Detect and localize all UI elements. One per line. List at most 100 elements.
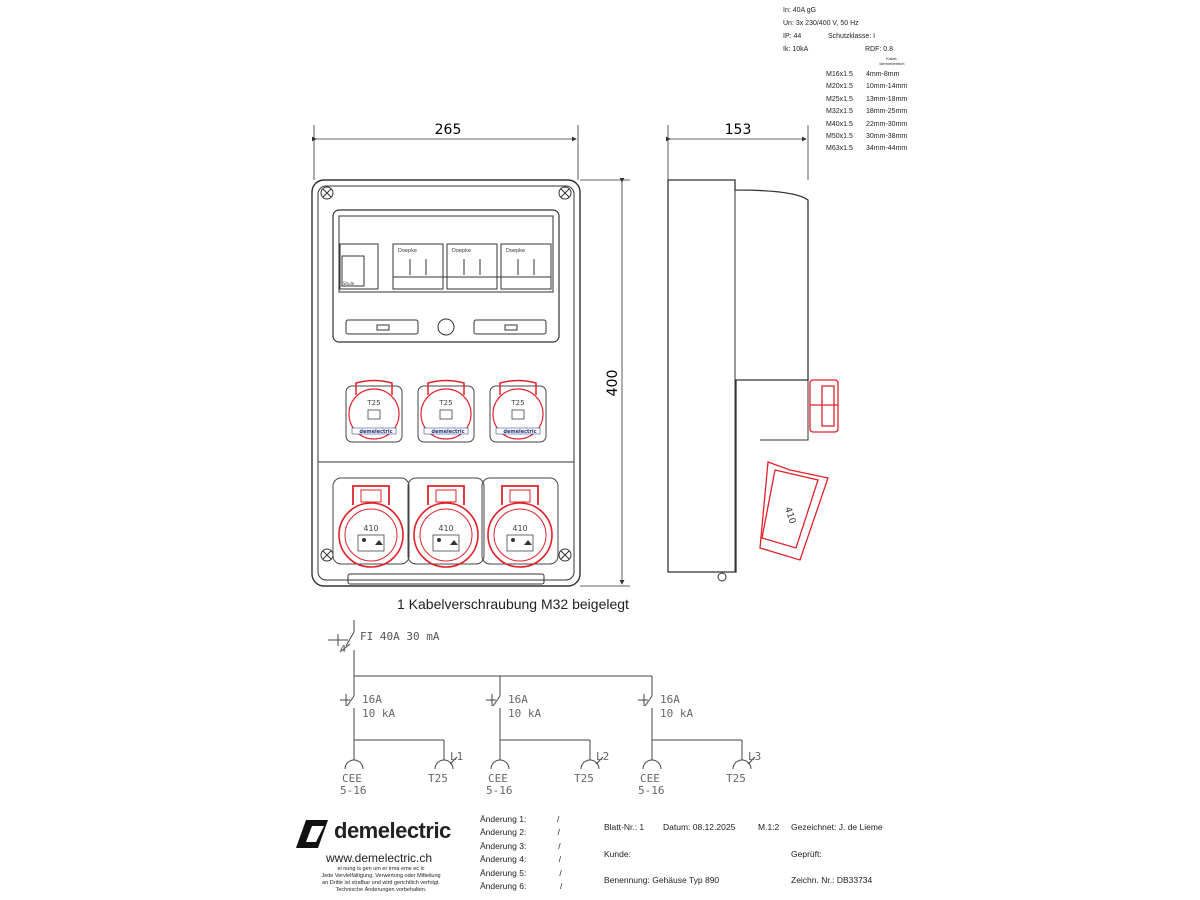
change-row: Änderung 5:/ (480, 867, 562, 878)
screw-bottom-left (320, 548, 334, 562)
cee-socket: 410 (481, 477, 559, 568)
change-slash: / (558, 840, 561, 851)
cee-label: 410 (512, 524, 527, 533)
change-row: Änderung 6:/ (480, 881, 562, 891)
branch-rating: 16A (508, 693, 528, 706)
t25-label: T25 (438, 399, 452, 407)
gland-size: M25x1.5 (826, 95, 853, 103)
side-cee-label: 410 (782, 506, 797, 526)
gland-range: 22mm-30mm (866, 120, 908, 128)
dimension-depth-label: 153 (725, 122, 752, 138)
t25-brand: demelectric (503, 429, 536, 435)
cable-gland-note: 1 Kabelverschraubung M32 beigelegt (397, 596, 629, 612)
change-label: Änderung 2: (480, 827, 527, 838)
screw-bottom-right (558, 548, 572, 562)
change-row: Änderung 3: / (480, 840, 561, 851)
spec-rdf: RDF: 0.8 (865, 46, 894, 53)
dimension-height-label: 400 (605, 370, 621, 397)
screw-top-right (558, 186, 572, 200)
branch-ik: 10 kA (660, 707, 693, 720)
change-label: Änderung 5: (480, 867, 527, 878)
branch-t25: T25 (428, 772, 448, 785)
demelectric-logo-icon (296, 820, 328, 848)
dimension-depth (666, 125, 809, 180)
schematic-main-label: FI 40A 30 mA (360, 630, 440, 643)
branch-cee-top: CEE (640, 772, 660, 785)
branch-cee-bottom: 5-16 (486, 784, 513, 797)
change-slash: / (558, 854, 562, 865)
gland-size: M32x1.5 (826, 108, 853, 116)
t25-socket: T25 demelectric (345, 379, 403, 443)
change-slash: / (557, 827, 560, 838)
breaker-brand-3: Doepke (506, 248, 525, 254)
change-row: Änderung 2: / (480, 827, 560, 838)
screw-top-left (320, 186, 334, 200)
branch-rating: 16A (362, 693, 382, 706)
t25-brand: demelectric (431, 429, 464, 435)
disclaimer-line-1: ei nung is gen um er irma eme ec ic (337, 866, 425, 872)
t25-socket: T25 demelectric (417, 379, 475, 443)
sheet-number: Blatt-Nr.: 1 (604, 822, 645, 832)
side-view (667, 179, 809, 582)
branch-cee-top: CEE (488, 772, 508, 785)
dimension-width (312, 125, 579, 180)
branch-t25: T25 (726, 772, 746, 785)
logo-text: demelectric (334, 818, 451, 843)
side-cee-socket (759, 461, 829, 561)
gland-range: 34mm-44mm (866, 145, 908, 153)
spec-table: In: 40A gG Un: 3x 230/400 V, 50 Hz IP: 4… (783, 5, 913, 155)
gland-size: M63x1.5 (826, 145, 853, 153)
cee-socket: 410 (332, 477, 410, 568)
gland-range: 18mm-25mm (866, 108, 908, 116)
schematic-poles: 4 (340, 644, 346, 655)
disclaimer-line-3: an Dritte ist strafbar und wird gerichtl… (322, 880, 440, 886)
gland-size: M50x1.5 (826, 133, 853, 140)
gland-size: M16x1.5 (826, 71, 853, 78)
drawing-number: Zeichn. Nr.: DB33734 (791, 875, 873, 885)
spec-ip: IP: 44 (783, 33, 802, 40)
change-row: Änderung 4: / (480, 854, 561, 865)
branch-ik: 10 kA (362, 707, 395, 720)
gland-range: 4mm-8mm (866, 71, 900, 78)
change-label: Änderung 4: (480, 854, 527, 865)
gland-range: 10mm-14mm (866, 83, 908, 91)
cee-socket: 410 (407, 477, 485, 568)
t25-sockets: T25demelectricT25demelectricT25demelectr… (345, 379, 547, 443)
change-slash: / (557, 814, 560, 824)
gland-range: 30mm-38mm (866, 133, 908, 140)
branch-ik: 10 kA (508, 707, 541, 720)
checked-by: Geprüft: (791, 849, 822, 859)
spec-in: In: 40A gG (783, 7, 817, 14)
gland-range: 13mm-18mm (866, 95, 908, 103)
change-label: Änderung 3: (480, 840, 527, 851)
spec-ik: Ik: 10kA (783, 46, 809, 53)
disclaimer-line-4: Technische Änderungen vorbehalten. (335, 887, 427, 893)
gland-size: M20x1.5 (826, 83, 853, 91)
branch-phase: L3 (748, 750, 761, 763)
spec-un: Un: 3x 230/400 V, 50 Hz (783, 20, 859, 27)
designation: Benennung: Gehäuse Typ 890 (604, 875, 720, 885)
t25-label: T25 (366, 399, 380, 407)
gland-size: M40x1.5 (826, 120, 853, 128)
branch-phase: L2 (596, 750, 609, 763)
change-row: Änderung 1: / (480, 814, 559, 824)
disclaimer-line-2: Jede Vervielfältigung, Verwertung oder M… (321, 873, 441, 879)
change-label: Änderung 1: (480, 814, 527, 824)
breaker-brand-1: Doepke (398, 248, 417, 254)
change-slash: / (560, 881, 563, 891)
logo-url: www.demelectric.ch (326, 851, 433, 865)
spec-schutzklasse: Schutzklasse: I (828, 33, 876, 40)
branch-t25: T25 (574, 772, 594, 785)
branch-cee-bottom: 5-16 (638, 784, 665, 797)
date: Datum: 08.12.2025 (663, 822, 736, 832)
side-t25-socket (809, 379, 839, 433)
schematic (328, 620, 653, 690)
t25-brand: demelectric (359, 429, 392, 435)
scale: M.1:2 (758, 822, 780, 832)
